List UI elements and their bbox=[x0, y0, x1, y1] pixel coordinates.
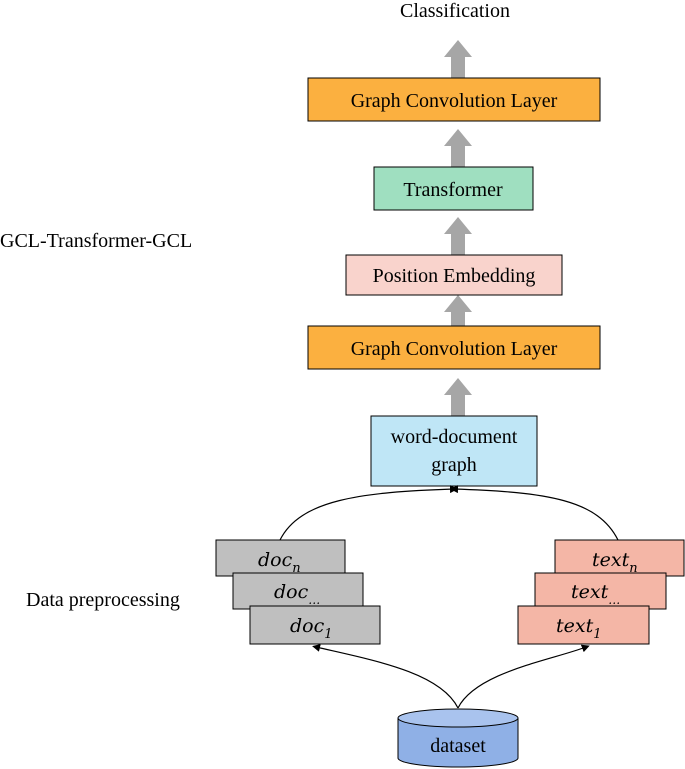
text-1-box bbox=[517, 605, 650, 645]
gcl-bottom-box bbox=[307, 325, 601, 370]
dataset-cylinder: dataset bbox=[397, 708, 519, 768]
gcl-top-label: Graph Convolution Layer bbox=[351, 90, 558, 112]
word-document-graph-box bbox=[370, 415, 538, 487]
connector-doc-to-graph bbox=[279, 485, 458, 541]
dataset-cylinder-body bbox=[397, 718, 519, 768]
position-embedding-box bbox=[345, 254, 563, 296]
text-1-label: text1 bbox=[556, 615, 602, 642]
transformer-label: Transformer bbox=[403, 179, 503, 201]
classification-label: Classification bbox=[400, 0, 510, 22]
graph-label-line2: graph bbox=[431, 454, 477, 476]
doc-n-label: docn bbox=[258, 549, 301, 576]
text-mid-label: text… bbox=[571, 581, 620, 607]
doc-stack: docn doc… doc1 bbox=[215, 539, 381, 645]
connector-dataset-to-doc bbox=[312, 644, 459, 709]
flow-arrow-3 bbox=[444, 217, 472, 255]
flow-arrows bbox=[444, 40, 472, 416]
graph-label-line1: word-document bbox=[391, 426, 518, 448]
doc-mid-box bbox=[232, 572, 364, 610]
position-embedding-label: Position Embedding bbox=[373, 265, 536, 287]
gcl-top-box bbox=[307, 77, 601, 122]
data-preprocessing-label: Data preprocessing bbox=[26, 589, 180, 611]
text-n-box bbox=[554, 539, 685, 577]
doc-1-box bbox=[249, 605, 381, 645]
connector-text-to-graph bbox=[450, 485, 619, 541]
text-stack: textn text… text1 bbox=[517, 539, 685, 645]
transformer-box bbox=[373, 166, 534, 211]
flow-arrow-1 bbox=[444, 40, 472, 78]
flow-arrow-5 bbox=[444, 378, 472, 416]
dataset-cylinder-top bbox=[397, 708, 519, 728]
flow-arrow-4 bbox=[444, 295, 472, 326]
flow-arrow-2 bbox=[444, 129, 472, 167]
gcl-transformer-gcl-label: GCL-Transformer-GCL bbox=[0, 230, 192, 252]
dataset-label: dataset bbox=[430, 735, 486, 757]
connector-dataset-to-text bbox=[457, 644, 590, 709]
doc-mid-label: doc… bbox=[274, 581, 320, 607]
gcl-bottom-label: Graph Convolution Layer bbox=[351, 338, 558, 360]
doc-1-label: doc1 bbox=[290, 615, 333, 642]
text-n-label: textn bbox=[592, 549, 638, 576]
